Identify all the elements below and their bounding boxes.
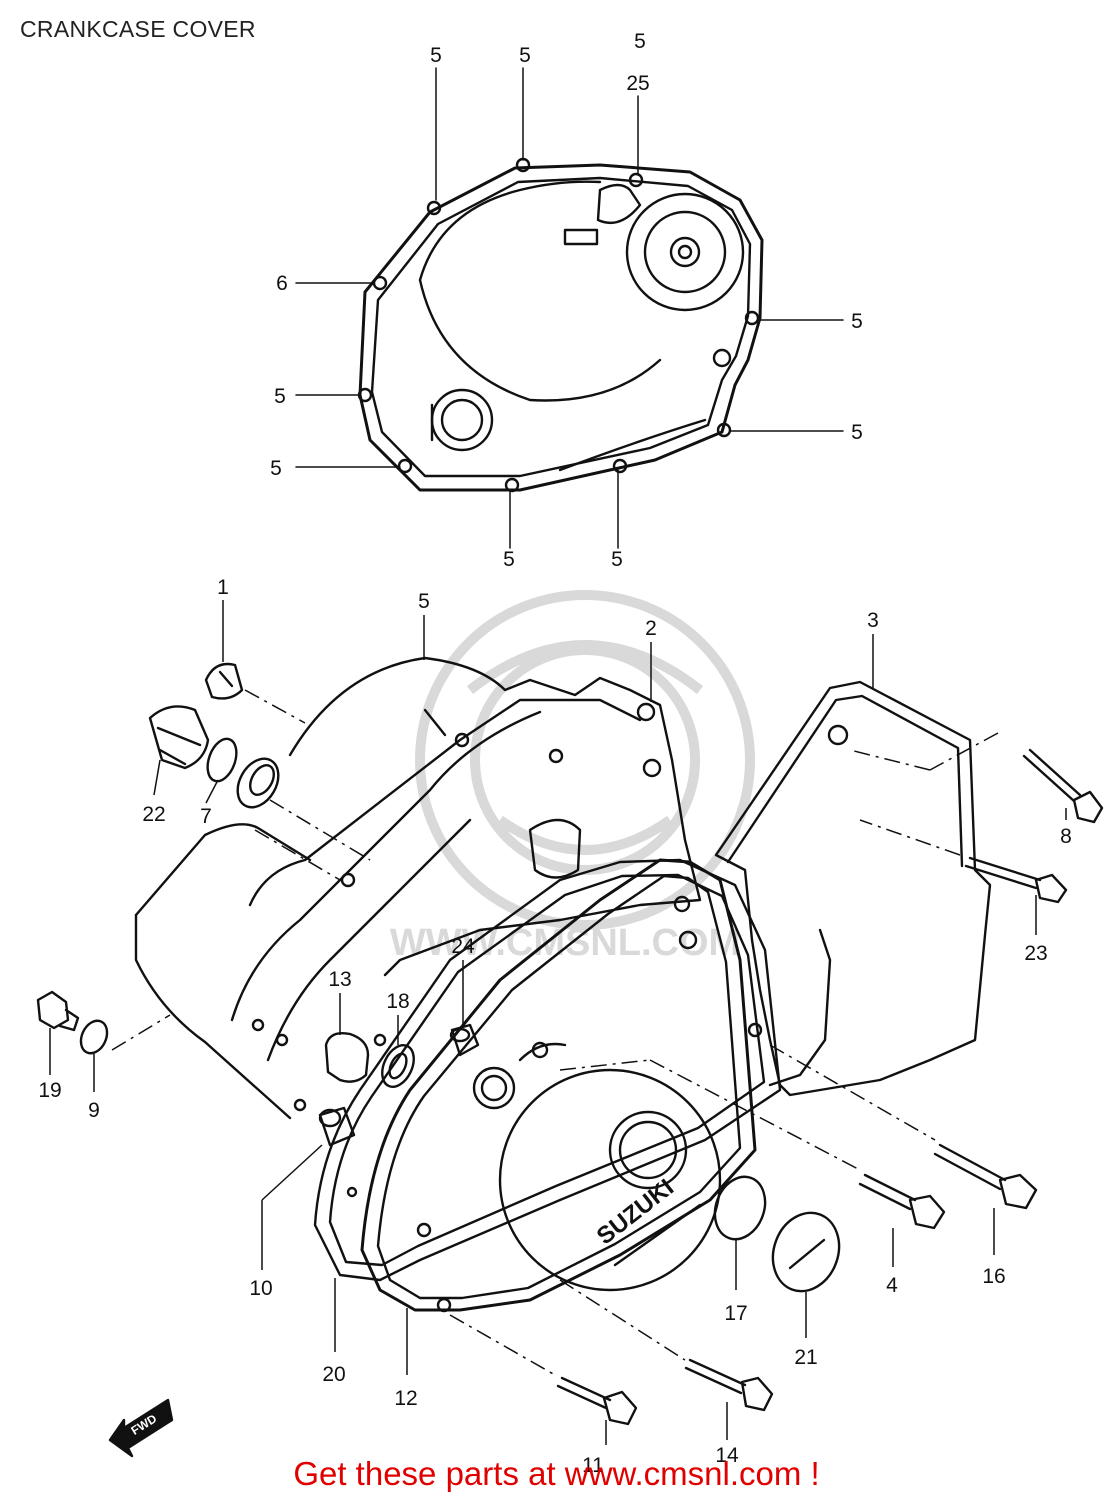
callout-label: 8 bbox=[1060, 825, 1072, 848]
callout-label: 5 bbox=[430, 44, 442, 67]
callout-label: 5 bbox=[418, 590, 430, 613]
clutch-cover-gasket bbox=[357, 157, 764, 493]
part-8-o-ring bbox=[206, 737, 238, 783]
callout-label: 12 bbox=[394, 1387, 417, 1410]
callout-label: 16 bbox=[982, 1265, 1005, 1288]
callout-label: 5 bbox=[634, 30, 646, 53]
bolt-17 bbox=[933, 1143, 1038, 1210]
parts-link-banner[interactable]: Get these parts at www.cmsnl.com ! bbox=[293, 1455, 820, 1492]
part-9-drain-plug bbox=[36, 990, 80, 1032]
side-cover-22 bbox=[714, 680, 992, 1097]
part-13-dowel bbox=[449, 1023, 480, 1057]
part-2-cap bbox=[204, 662, 244, 700]
part-7-filler-cap bbox=[148, 705, 210, 770]
callout-label: 14 bbox=[715, 1444, 739, 1467]
bolt-14 bbox=[556, 1376, 638, 1426]
callout-label: 5 bbox=[519, 44, 531, 67]
callout-label: 6 bbox=[276, 272, 288, 295]
callout-label: 7 bbox=[200, 805, 212, 828]
callout-label: 25 bbox=[626, 72, 649, 95]
callout-label: 10 bbox=[249, 1277, 272, 1300]
callout-label: 20 bbox=[322, 1363, 345, 1386]
callout-label: 11 bbox=[582, 1454, 604, 1477]
outer-cover-11 bbox=[360, 858, 757, 1313]
bolt-24 bbox=[964, 856, 1068, 904]
callout-label: 5 bbox=[270, 457, 282, 480]
callout-label: 5 bbox=[851, 421, 863, 444]
crankcase-cover-body bbox=[134, 656, 702, 1120]
callout-label: 5 bbox=[611, 548, 623, 571]
bolt-23 bbox=[1022, 748, 1104, 824]
bolt-16 bbox=[858, 1173, 946, 1230]
callout-label: 9 bbox=[88, 1099, 100, 1122]
callout-label: 17 bbox=[724, 1302, 747, 1325]
callout-label: 13 bbox=[328, 968, 351, 991]
top-leader-lines bbox=[295, 67, 844, 549]
part-4-dowel bbox=[318, 1106, 356, 1147]
callout-label: 5 bbox=[274, 385, 286, 408]
callout-label: 19 bbox=[38, 1079, 61, 1102]
part-10-washer bbox=[79, 1019, 109, 1055]
part-20-cap bbox=[771, 1211, 841, 1293]
callout-label: 21 bbox=[794, 1346, 817, 1369]
callout-label: 23 bbox=[1024, 942, 1047, 965]
callout-label: 24 bbox=[451, 935, 475, 958]
callout-labels: 5 5 5 25 6 5 5 5 5 5 5 5 1 2 3 22 7 8 23… bbox=[38, 30, 1072, 1477]
part-18-plug bbox=[324, 1031, 370, 1083]
bottom-leader-lines bbox=[49, 600, 1067, 1445]
callout-label: 18 bbox=[386, 990, 409, 1013]
callout-label: 5 bbox=[851, 310, 863, 333]
part-19-o-ring bbox=[381, 1044, 415, 1088]
callout-label: 4 bbox=[886, 1274, 898, 1297]
fwd-arrow-icon bbox=[108, 1398, 174, 1458]
callout-label: 5 bbox=[503, 548, 515, 571]
gasket-12 bbox=[313, 858, 782, 1282]
callout-label: 22 bbox=[142, 803, 165, 826]
assembly-dashed-lines bbox=[111, 689, 999, 1376]
watermark-logo bbox=[415, 590, 755, 930]
bolt-15 bbox=[684, 1358, 774, 1412]
oil-seal-ring bbox=[236, 757, 280, 809]
part-21-o-ring bbox=[713, 1175, 767, 1241]
page-title: CRANKCASE COVER bbox=[20, 16, 256, 42]
callout-label: 1 bbox=[217, 576, 229, 599]
line-art: SUZUKI bbox=[36, 67, 1104, 1458]
callout-label: 2 bbox=[645, 617, 657, 640]
callout-label: 3 bbox=[867, 609, 879, 632]
